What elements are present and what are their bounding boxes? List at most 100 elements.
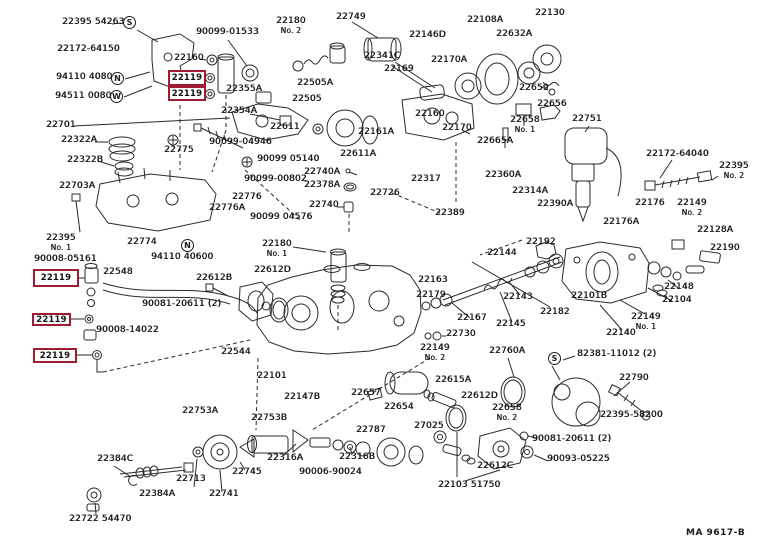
part-label: 22176A xyxy=(603,217,639,227)
part-label: 22612D xyxy=(461,391,498,401)
part-label: 22740A xyxy=(304,167,340,177)
part-label-suffix: No. 2 xyxy=(424,353,446,362)
part-label: 22170A xyxy=(431,55,467,65)
part-label: 22615A xyxy=(435,375,471,385)
part-label: 22790 xyxy=(619,373,649,383)
part-label: 22741 xyxy=(209,489,239,499)
part-label: 22745 xyxy=(232,467,262,477)
part-label: 22390A xyxy=(537,199,573,209)
part-label: 22103 51750 xyxy=(438,480,501,490)
part-label: 22322A xyxy=(61,135,97,145)
part-label: 22316B xyxy=(339,452,376,462)
part-label: 22775 xyxy=(164,145,194,155)
part-label: 22170 xyxy=(442,123,472,133)
part-label: 22760A xyxy=(489,346,525,356)
part-label: 22179 xyxy=(416,290,446,300)
part-label: 22544 xyxy=(221,347,251,357)
part-label: 22172-64150 xyxy=(57,44,120,54)
part-label: 22389 xyxy=(435,208,465,218)
part-label: 22140 xyxy=(606,328,636,338)
circled-symbol-n: N xyxy=(181,239,194,252)
part-label: 22354A xyxy=(221,106,257,116)
part-label: 22144 xyxy=(487,248,517,258)
part-label: 22611 xyxy=(270,122,300,132)
part-label: 22104 xyxy=(662,295,692,305)
part-label: 90008-05161 xyxy=(34,254,97,264)
part-label-suffix: No. 1 xyxy=(514,125,536,134)
part-label: 22384C xyxy=(97,454,134,464)
part-label: 22316A xyxy=(267,453,303,463)
part-label: 22776A xyxy=(209,203,245,213)
part-label: 22322B xyxy=(67,155,104,165)
part-label: 22654 xyxy=(384,402,414,412)
part-label: 22656 xyxy=(537,99,567,109)
highlighted-part-label: 22119 xyxy=(33,269,79,287)
part-label: 22657 xyxy=(351,388,381,398)
part-label: 22395 54263 xyxy=(62,17,125,27)
part-label: 22659 xyxy=(519,83,549,93)
part-label: 27025 xyxy=(414,421,444,431)
part-label: 82381-11012 (2) xyxy=(577,349,657,359)
part-label: 90093-05225 xyxy=(547,454,610,464)
part-label: 22740 xyxy=(309,200,339,210)
part-label: 22130 xyxy=(535,8,565,18)
part-label: 22703A xyxy=(59,181,95,191)
part-label: 22726 xyxy=(370,188,400,198)
part-label: 22176 xyxy=(635,198,665,208)
part-label: 22145 xyxy=(496,319,526,329)
part-label: 22774 xyxy=(127,237,157,247)
circled-symbol-s: S xyxy=(123,16,136,29)
part-label: 22128A xyxy=(697,225,733,235)
part-label: 22172-64040 xyxy=(646,149,709,159)
part-label: 22753B xyxy=(251,413,288,423)
part-label: 22101B xyxy=(571,291,608,301)
highlighted-part-label: 22119 xyxy=(33,348,77,363)
part-label: 22182 xyxy=(540,307,570,317)
part-label: 22317 xyxy=(411,174,441,184)
part-label: 90099 05140 xyxy=(257,154,320,164)
part-label: 22611A xyxy=(340,149,376,159)
part-label: 22776 xyxy=(232,192,262,202)
part-label-suffix: No. 2 xyxy=(681,208,703,217)
part-label: 22749 xyxy=(336,12,366,22)
part-label: 22612D xyxy=(254,265,291,275)
circled-symbol-n: N xyxy=(111,72,124,85)
part-label: 22143 xyxy=(503,292,533,302)
part-label: 22355A xyxy=(226,84,262,94)
figure-code: MA 9617-B xyxy=(686,528,746,538)
part-label: 22548 xyxy=(103,267,133,277)
part-label: 22192 xyxy=(526,237,556,247)
part-label: 22163 xyxy=(418,275,448,285)
part-label: 94110 40800 xyxy=(56,72,119,82)
highlighted-part-label: 22119 xyxy=(32,313,71,326)
part-label: 22101 xyxy=(257,371,287,381)
part-label: 90081-20611 (2) xyxy=(532,434,612,444)
part-label: 22505A xyxy=(297,78,333,88)
part-label: 22360A xyxy=(485,170,521,180)
part-label: 22505 xyxy=(292,94,322,104)
part-label-suffix: No. 2 xyxy=(496,413,518,422)
part-label: 22378A xyxy=(304,180,340,190)
part-label: 90099-01533 xyxy=(196,27,259,37)
part-label: 90008-14022 xyxy=(96,325,159,335)
part-label: 22753A xyxy=(182,406,218,416)
part-label: 22751 xyxy=(572,114,602,124)
highlighted-part-label: 22119 xyxy=(168,86,206,101)
part-label: 94511 00800 xyxy=(55,91,118,101)
part-label: 22314A xyxy=(512,186,548,196)
part-label: 22701 xyxy=(46,120,76,130)
part-label: 22713 xyxy=(176,474,206,484)
part-label-suffix: No. 1 xyxy=(50,243,72,252)
part-label: 90099-00802 xyxy=(244,174,307,184)
part-label: 90099 04576 xyxy=(250,212,313,222)
part-label: 22730 xyxy=(446,329,476,339)
